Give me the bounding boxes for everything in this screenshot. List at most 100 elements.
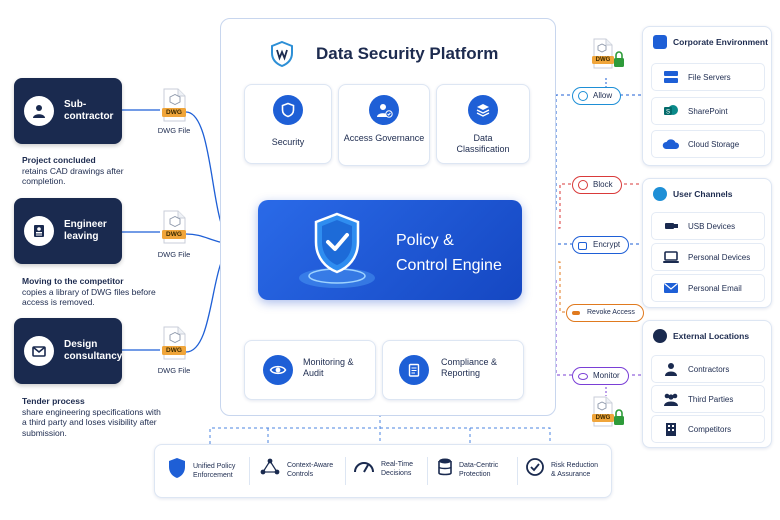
card-label: Access Governance — [343, 133, 425, 143]
engine-title-line2: Control Engine — [396, 257, 502, 274]
dwg-badge: DWG — [166, 109, 182, 116]
actor-description: Moving to the competitor copies a librar… — [22, 276, 162, 308]
globe-icon — [653, 329, 667, 343]
block-icon — [578, 180, 588, 190]
policy-control-engine[interactable]: Policy & Control Engine — [258, 200, 522, 300]
destination-item[interactable]: File Servers — [651, 63, 765, 91]
eye-icon — [578, 372, 588, 380]
check-circle-icon — [525, 457, 545, 482]
office-icon — [662, 422, 680, 436]
destination-item-label: USB Devices — [688, 221, 736, 231]
footer-item-label: Data-Centric Protection — [459, 461, 499, 478]
footer-item: Data-Centric Protection — [437, 457, 498, 482]
check-circle-icon — [578, 91, 588, 101]
destination-item[interactable]: S SharePoint — [651, 97, 765, 125]
destination-item[interactable]: Personal Devices — [651, 243, 765, 271]
actor-scenario: Project concluded — [22, 155, 96, 165]
card-label: Compliance & Reporting — [441, 357, 498, 378]
card-label: Data Classification — [456, 133, 510, 154]
network-icon — [259, 457, 281, 482]
action-encrypt[interactable]: Encrypt — [572, 236, 630, 254]
user-check-icon — [369, 95, 399, 125]
actor-description: Project concluded retains CAD drawings a… — [22, 155, 162, 187]
footer-item: Risk Reduction & Assurance — [525, 457, 598, 482]
actor-design-consultancy[interactable]: Design consultancy — [14, 318, 122, 384]
destination-title: User Channels — [673, 189, 733, 199]
destination-item-label: Personal Email — [688, 283, 742, 293]
destination-header: User Channels — [653, 187, 733, 201]
locked-dwg-file-icon: DWG — [590, 396, 624, 430]
action-label: Allow — [593, 91, 613, 100]
destination-item[interactable]: Personal Email — [651, 274, 765, 302]
destination-item-label: SharePoint — [688, 106, 728, 116]
footer-item-label: Real-Time Decisions — [381, 460, 414, 477]
actor-detail: retains CAD drawings after completion. — [22, 165, 124, 187]
actor-scenario: Tender process — [22, 396, 85, 406]
gauge-icon — [353, 457, 375, 480]
destination-item[interactable]: Third Parties — [651, 385, 765, 413]
actor-label: Engineer leaving — [64, 219, 107, 242]
platform-title: Data Security Platform — [316, 44, 499, 63]
action-allow[interactable]: Allow — [572, 87, 622, 105]
svg-text:S: S — [666, 110, 670, 116]
server-icon — [662, 70, 680, 84]
dwg-file-label: DWG File — [157, 126, 191, 135]
card-compliance-reporting[interactable]: Compliance & Reporting — [382, 340, 524, 400]
users-icon — [653, 187, 667, 201]
destination-external-locations: External Locations Contractors Third Par… — [642, 320, 772, 448]
card-monitoring-audit[interactable]: Monitoring & Audit — [244, 340, 376, 400]
locked-dwg-file-icon: DWG — [590, 38, 624, 72]
actor-subcontractor[interactable]: Sub- contractor — [14, 78, 122, 144]
destination-item[interactable]: Cloud Storage — [651, 130, 765, 158]
person-icon — [662, 362, 680, 376]
actor-detail: copies a library of DWG files before acc… — [22, 286, 156, 308]
actor-description: Tender process share engineering specifi… — [22, 396, 162, 438]
footer-divider — [249, 457, 250, 485]
laptop-icon — [662, 250, 680, 264]
destination-item-label: Personal Devices — [688, 252, 751, 262]
dwg-badge: DWG — [595, 414, 611, 421]
id-badge-icon — [24, 216, 54, 246]
destination-title: External Locations — [673, 331, 750, 341]
key-icon — [572, 311, 580, 315]
dwg-file-label: DWG File — [157, 250, 191, 259]
card-access-governance[interactable]: Access Governance — [338, 84, 430, 166]
dwg-file-icon: DWG — [160, 88, 188, 122]
destination-header: Corporate Environment — [653, 35, 768, 49]
layers-icon — [468, 95, 498, 125]
actor-scenario: Moving to the competitor — [22, 276, 124, 286]
action-monitor[interactable]: Monitor — [572, 367, 629, 385]
actor-engineer-leaving[interactable]: Engineer leaving — [14, 198, 122, 264]
destination-corporate-environment: Corporate Environment File Servers S Sha… — [642, 26, 772, 166]
mail-icon — [662, 281, 680, 295]
envelope-icon — [24, 336, 54, 366]
shield-icon — [273, 95, 303, 125]
action-block[interactable]: Block — [572, 176, 622, 194]
footer-item-label: Context-Aware Controls — [287, 461, 334, 478]
usb-icon — [662, 219, 680, 233]
actor-detail: share engineering specifications with a … — [22, 406, 161, 438]
dwg-badge: DWG — [166, 231, 182, 238]
footer-divider — [517, 457, 518, 485]
group-icon — [662, 392, 680, 406]
person-icon — [24, 96, 54, 126]
destination-item-label: Competitors — [688, 424, 732, 434]
action-revoke-access[interactable]: Revoke Access — [566, 304, 644, 322]
destination-item[interactable]: USB Devices — [651, 212, 765, 240]
footer-divider — [345, 457, 346, 485]
shield-icon — [167, 457, 187, 484]
database-icon — [437, 457, 453, 482]
card-data-classification[interactable]: Data Classification — [436, 84, 530, 164]
action-label: Block — [593, 180, 613, 189]
destination-item-label: File Servers — [688, 72, 731, 82]
capabilities-footer: Unified Policy Enforcement Context-Aware… — [154, 444, 612, 498]
shield-w-logo — [270, 40, 294, 72]
engine-title: Policy & Control Engine — [396, 228, 502, 278]
card-security[interactable]: Security — [244, 84, 332, 164]
footer-item-label: Risk Reduction & Assurance — [551, 461, 599, 478]
dwg-badge: DWG — [166, 347, 182, 354]
cloud-icon — [662, 137, 680, 151]
destination-item[interactable]: Contractors — [651, 355, 765, 383]
card-label: Monitoring & Audit — [303, 357, 354, 378]
destination-item[interactable]: Competitors — [651, 415, 765, 443]
